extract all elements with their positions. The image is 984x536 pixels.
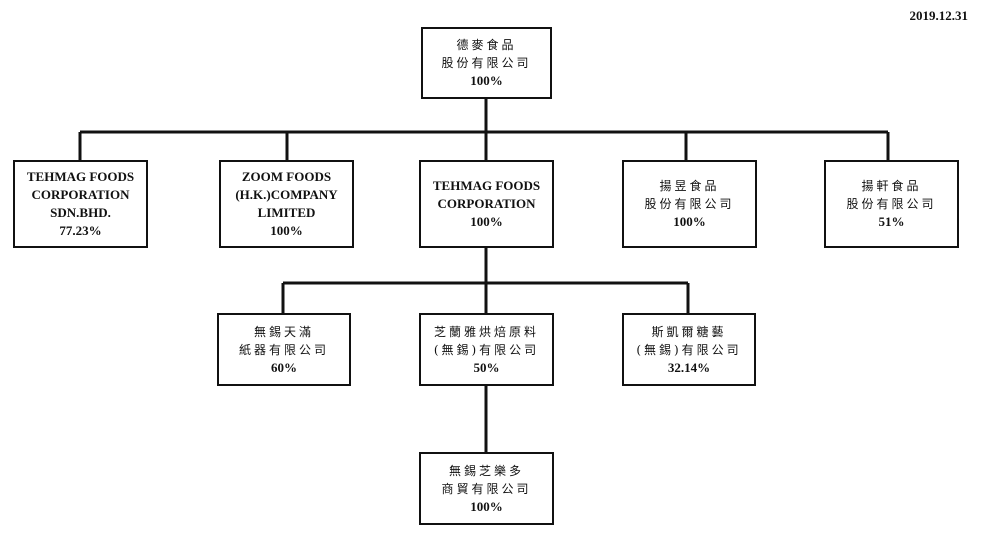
company-name-line: CORPORATION — [31, 187, 130, 202]
ownership-percent: 100% — [270, 223, 303, 238]
report-date: 2019.12.31 — [909, 8, 969, 23]
ownership-percent: 32.14% — [667, 359, 711, 375]
company-name-line: SDN.BHD. — [50, 205, 111, 220]
ownership-percent: 50% — [473, 359, 500, 375]
company-name-line: 紙器有限公司 — [238, 342, 329, 357]
company-name-line: 商貿有限公司 — [441, 481, 532, 496]
subsidiary-box-sikaier: 斯凱爾糖藝 (無錫)有限公司 32.14% — [622, 313, 756, 386]
company-name-line: TEHMAG FOODS — [432, 178, 541, 193]
company-name-line: 德麥食品 — [456, 38, 517, 52]
company-name-line: TEHMAG FOODS — [26, 169, 135, 184]
ownership-percent: 100% — [470, 73, 503, 88]
company-name-line: 無錫天滿 — [253, 324, 314, 339]
company-name-line: 無錫芝樂多 — [448, 463, 524, 478]
subsidiary-box-tehmag-corporation: TEHMAG FOODS CORPORATION 100% — [419, 160, 554, 248]
ownership-percent: 51% — [878, 214, 905, 229]
company-name-line: ZOOM FOODS — [241, 169, 332, 184]
subsidiary-box-yang-xuan: 揚軒食品 股份有限公司 51% — [824, 160, 959, 248]
company-name-line: (無錫)有限公司 — [636, 342, 742, 357]
company-name-line: 股份有限公司 — [644, 197, 735, 211]
subsidiary-box-zhileduo: 無錫芝樂多 商貿有限公司 100% — [419, 452, 554, 525]
company-name-line: LIMITED — [257, 205, 316, 220]
ownership-percent: 100% — [470, 214, 503, 229]
company-name-line: 股份有限公司 — [846, 197, 937, 211]
company-name-line: 芝蘭雅烘焙原料 — [433, 324, 539, 339]
subsidiary-box-wuxi-tianman: 無錫天滿 紙器有限公司 60% — [217, 313, 351, 386]
company-name-line: (無錫)有限公司 — [433, 342, 540, 357]
company-name-line: CORPORATION — [437, 196, 536, 211]
parent-company-box: 德麥食品 股份有限公司 100% — [421, 27, 552, 99]
ownership-percent: 77.23% — [59, 223, 102, 238]
subsidiary-box-yang-yu: 揚昱食品 股份有限公司 100% — [622, 160, 757, 248]
ownership-percent: 100% — [470, 498, 503, 514]
subsidiary-box-zhilanya: 芝蘭雅烘焙原料 (無錫)有限公司 50% — [419, 313, 554, 386]
company-name-line: (H.K.)COMPANY — [235, 187, 338, 202]
subsidiary-box-tehmag-sdn-bhd: TEHMAG FOODS CORPORATION SDN.BHD. 77.23% — [13, 160, 148, 248]
company-name-line: 股份有限公司 — [441, 56, 532, 70]
company-name-line: 斯凱爾糖藝 — [651, 324, 727, 339]
ownership-percent: 60% — [271, 359, 297, 375]
company-name-line: 揚昱食品 — [659, 179, 720, 193]
company-name-line: 揚軒食品 — [861, 179, 922, 193]
subsidiary-box-zoom-foods: ZOOM FOODS (H.K.)COMPANY LIMITED 100% — [219, 160, 354, 248]
ownership-percent: 100% — [673, 214, 706, 229]
